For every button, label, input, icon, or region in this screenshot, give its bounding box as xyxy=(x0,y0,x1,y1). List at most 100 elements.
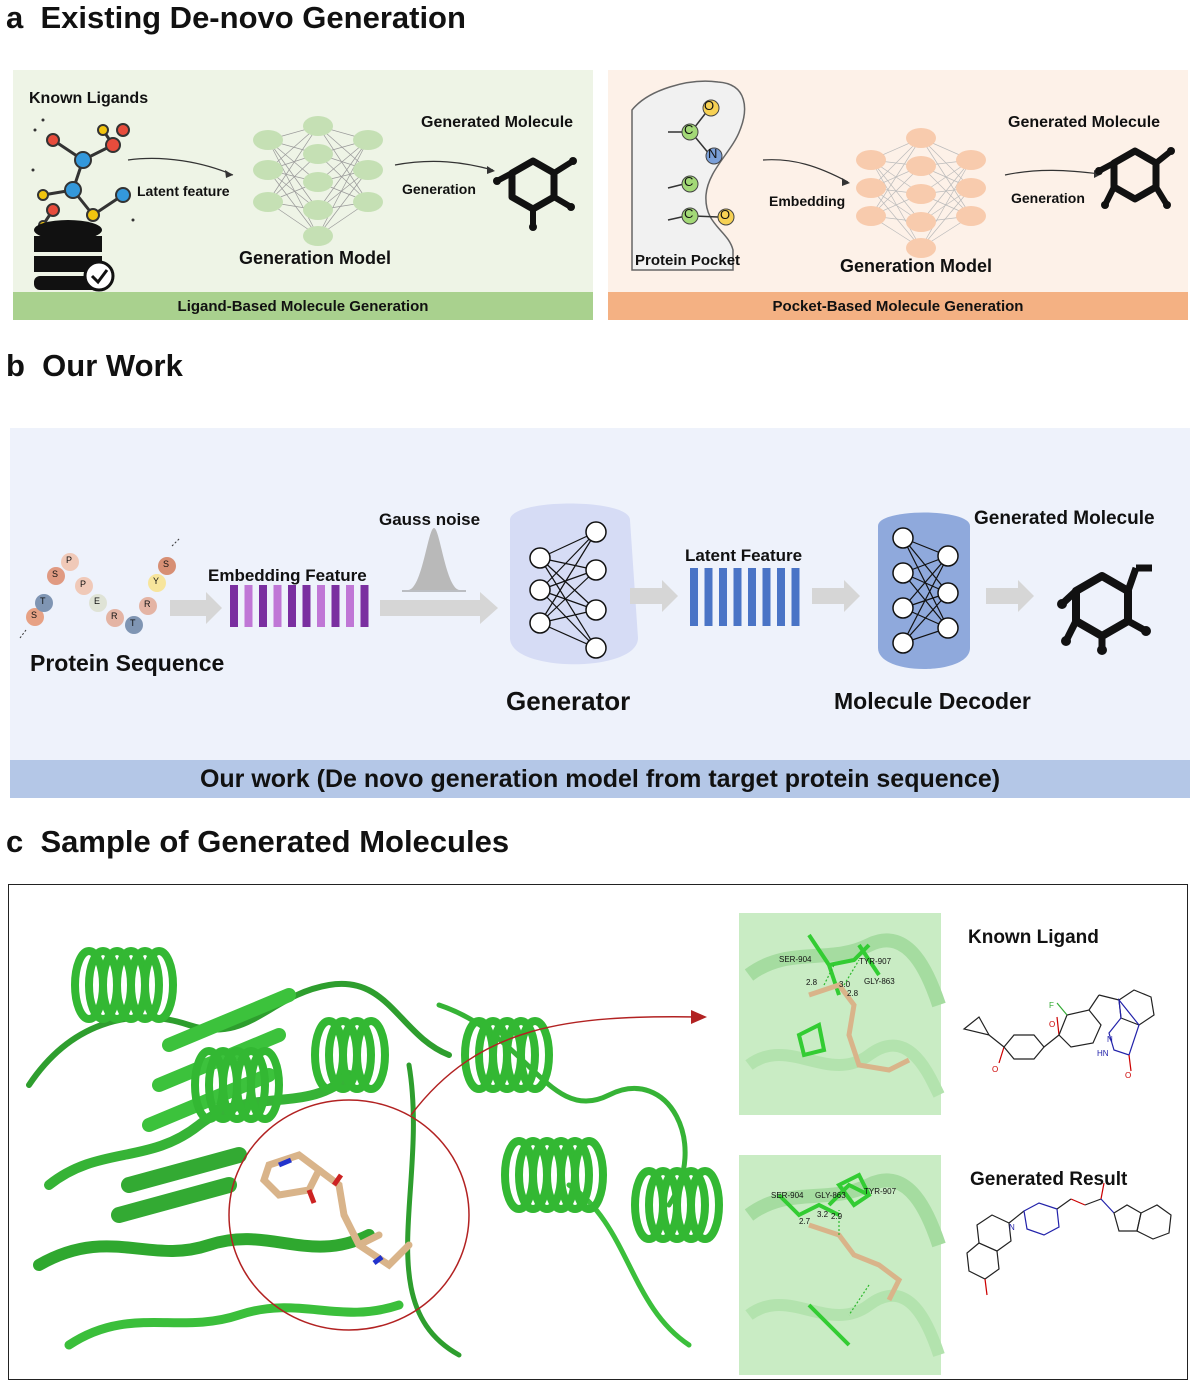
embedding-bar xyxy=(317,585,325,627)
our-generated-molecule-label: Generated Molecule xyxy=(974,508,1155,529)
sequence-letter: P xyxy=(66,555,73,565)
latent-feature-bars xyxy=(690,568,800,626)
network-edge xyxy=(539,531,597,624)
helix-turn xyxy=(571,1137,607,1213)
pocket-generation-model-label: Generation Model xyxy=(840,256,993,276)
network-node xyxy=(956,206,986,226)
sequence-bead xyxy=(139,597,157,615)
network-node xyxy=(353,130,383,150)
distance-label: 2.9 xyxy=(831,1212,843,1221)
latent-bar xyxy=(690,568,698,626)
gray-arrow xyxy=(380,592,498,624)
network-edge xyxy=(870,165,922,217)
gauss-noise-label: Gauss noise xyxy=(379,510,481,529)
pocket-based-panel: O C N C C O Protein Pocket Embedding Gen… xyxy=(608,70,1188,320)
sequence-bead xyxy=(47,567,65,585)
pocket-generated-molecule-label: Generated Molecule xyxy=(1008,114,1161,131)
pocket-panel-graphics xyxy=(631,80,1175,271)
ligand-panel-graphics xyxy=(31,116,577,292)
pocket-panel-footer: Pocket-Based Molecule Generation xyxy=(608,292,1188,320)
known-ligand-structure xyxy=(962,989,1155,1072)
network-node xyxy=(585,521,607,543)
helix-turn xyxy=(353,1017,389,1093)
helix-turn xyxy=(673,1167,709,1243)
structure-atom-label: O xyxy=(1125,1071,1132,1080)
network-node xyxy=(956,178,986,198)
embedding-bar xyxy=(244,585,253,627)
network-edge xyxy=(317,139,369,211)
network-edge xyxy=(902,537,949,594)
latent-bar xyxy=(748,568,756,626)
known-ligands-label: Known Ligands xyxy=(29,90,149,107)
protein-sequence-beads xyxy=(19,537,181,639)
gray-arrow xyxy=(170,592,222,624)
network-node xyxy=(353,160,383,180)
embedding-bar xyxy=(259,585,267,627)
network-edge xyxy=(539,589,597,649)
helix-turn xyxy=(339,1017,375,1093)
generation-model-network xyxy=(253,116,383,246)
protein-pocket-shape xyxy=(631,80,746,271)
network-node xyxy=(937,582,959,604)
generator-network xyxy=(529,521,607,659)
sequence-bead xyxy=(158,557,176,575)
network-node xyxy=(529,612,551,634)
network-edge xyxy=(870,137,922,217)
generated-result-label: Generated Result xyxy=(970,1169,1128,1190)
sequence-bead xyxy=(148,574,166,592)
network-edge xyxy=(267,139,319,211)
known-ligand-pocket-image xyxy=(739,913,946,1115)
sequence-letter: S xyxy=(163,559,170,569)
network-edge xyxy=(539,557,597,611)
section-letter: b xyxy=(6,348,25,383)
embedding-bar xyxy=(288,585,296,627)
network-node xyxy=(892,632,914,654)
pocket-generation-label: Generation xyxy=(1011,190,1085,206)
section-b-title-text: Our Work xyxy=(42,348,183,383)
network-edge xyxy=(267,139,319,237)
embedding-arrow xyxy=(762,159,849,183)
helix-turn xyxy=(141,947,177,1023)
latent-bar xyxy=(733,568,742,626)
network-edge xyxy=(539,531,597,591)
network-edge xyxy=(267,169,319,237)
structure-atom-label: F xyxy=(1049,1001,1054,1010)
network-edge xyxy=(317,169,369,237)
gray-arrow xyxy=(630,580,678,612)
atom-label: C xyxy=(684,122,694,137)
distance-label: 2.8 xyxy=(806,978,818,987)
gray-arrow xyxy=(986,580,1034,612)
sequence-bead xyxy=(89,594,107,612)
section-c-title: c Sample of Generated Molecules xyxy=(6,824,509,860)
ligand-molecules-icon xyxy=(31,118,135,230)
network-node xyxy=(906,238,936,258)
network-edge xyxy=(902,555,949,644)
distance-label: 2.8 xyxy=(847,989,859,998)
pocket-generated-molecule-icon xyxy=(1095,147,1175,209)
network-node xyxy=(937,545,959,567)
sequence-bead xyxy=(75,577,93,595)
atom-label: N xyxy=(708,146,718,161)
protein-sequence-label: Protein Sequence xyxy=(30,650,225,676)
embedding-bar xyxy=(230,585,238,627)
latent-feature-label: Latent Feature xyxy=(685,546,803,565)
network-node xyxy=(253,192,283,212)
section-a-title-text: Existing De-novo Generation xyxy=(40,0,466,35)
embedding-bar xyxy=(346,585,354,627)
atom-label: C xyxy=(684,206,694,221)
sequence-letter: E xyxy=(94,596,101,606)
sequence-letter: T xyxy=(130,618,136,628)
residue-label: SER-904 xyxy=(779,955,812,964)
network-node xyxy=(353,192,383,212)
sequence-bead xyxy=(125,616,143,634)
highlight-circle xyxy=(228,1099,470,1331)
helix-turn xyxy=(517,1017,553,1093)
sequence-letter: T xyxy=(40,596,46,606)
zoom-arrow xyxy=(410,1016,700,1116)
samples-graphics xyxy=(19,913,1172,1375)
structure-atom-label: N xyxy=(1107,1035,1113,1044)
database-icon xyxy=(34,220,115,292)
sequence-bead xyxy=(35,594,53,612)
latent-feature-label: Latent feature xyxy=(137,183,230,199)
network-node xyxy=(856,178,886,198)
